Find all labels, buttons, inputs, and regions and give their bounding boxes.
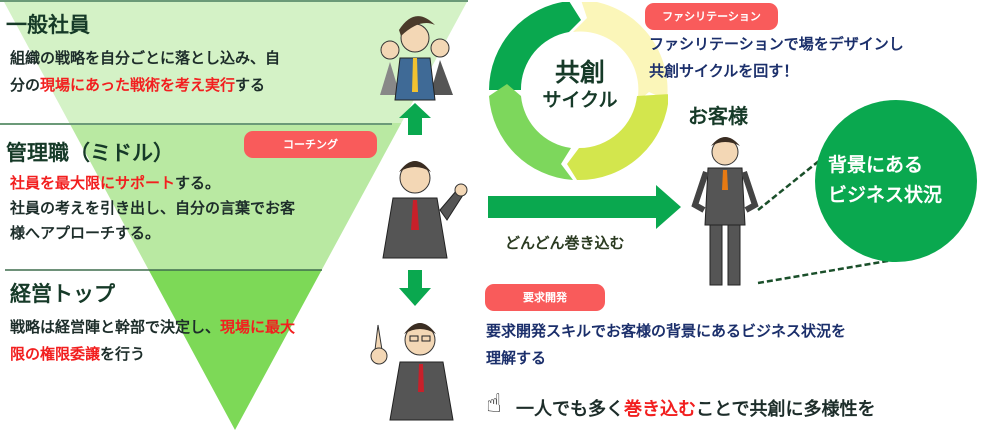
level-title-top: 経営トップ bbox=[10, 282, 115, 306]
cycle-segment-1 bbox=[489, 2, 581, 90]
pyramid-band-top bbox=[3, 0, 468, 123]
level-desc-employee: 組織の戦略を自分ごとに落とし込み、自 分の現場にあった戦術を考え実行する bbox=[10, 49, 281, 94]
inverted-pyramid bbox=[0, 0, 468, 430]
arrow-down-icon bbox=[399, 270, 431, 306]
level-desc-middle: 社員を最大限にサポートする。 社員の考えを引き出し、自分の言葉でお客 様へアプロ… bbox=[10, 174, 296, 242]
cycle-label: 共創 サイクル bbox=[542, 58, 618, 111]
requirements-text: 要求開発スキルでお客様の背景にあるビジネス状況を 理解する bbox=[486, 322, 847, 367]
co-creation-cycle bbox=[489, 2, 668, 181]
business-context-text: 背景にある ビジネス状況 bbox=[828, 154, 943, 206]
bottom-message: 一人でも多く巻き込むことで共創に多様性を bbox=[516, 399, 876, 420]
level-title-middle: 管理職（ミドル） bbox=[6, 141, 174, 165]
customer-illustration bbox=[691, 137, 759, 286]
customer-label: お客様 bbox=[688, 104, 748, 128]
tag-facilitation: ファシリテーション bbox=[645, 3, 778, 30]
people-column bbox=[370, 16, 468, 421]
big-right-arrow-icon bbox=[488, 185, 681, 229]
cycle-segment-3 bbox=[567, 94, 668, 181]
level-desc-top: 戦略は経営陣と幹部で決定し、現場に最大 限の権限委譲を行う bbox=[10, 318, 296, 363]
arrow-label: どんどん巻き込む bbox=[505, 234, 625, 252]
employees-illustration bbox=[380, 16, 453, 101]
executive-illustration bbox=[370, 323, 454, 421]
tag-coaching: コーチング bbox=[244, 131, 377, 158]
arrow-up-icon bbox=[399, 103, 431, 135]
tag-requirements: 要求開発 bbox=[485, 284, 605, 311]
pointing-hand-icon: ☝ bbox=[486, 389, 502, 419]
level-title-employee: 一般社員 bbox=[6, 13, 90, 37]
manager-illustration bbox=[382, 161, 468, 259]
cycle-segment-2 bbox=[573, 2, 668, 102]
cycle-segment-4 bbox=[489, 84, 573, 180]
facilitation-text: ファシリテーションで場をデザインし 共創サイクルを回す！ bbox=[649, 35, 904, 80]
business-context-circle bbox=[815, 100, 977, 262]
